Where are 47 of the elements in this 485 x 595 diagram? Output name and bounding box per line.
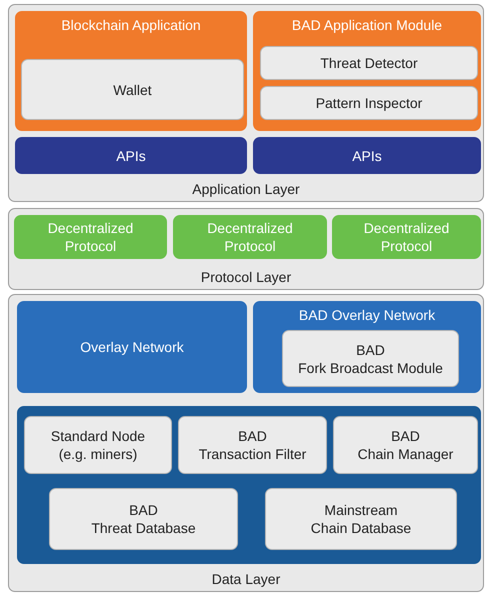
node-label: Protocol Layer	[200, 268, 292, 286]
node-label: Decentralized Protocol	[206, 219, 294, 255]
component-box	[49, 488, 238, 550]
node-label: Mainstream Chain Database	[310, 501, 412, 537]
node-label: APIs	[116, 146, 146, 164]
node-label: Chain Manager	[358, 445, 454, 463]
layer-panel	[8, 294, 484, 592]
component-box	[265, 488, 457, 550]
node-label: Application Layer	[192, 180, 300, 198]
node-label: BAD	[391, 427, 420, 445]
protocol-box	[173, 215, 327, 259]
node-container	[17, 406, 481, 564]
protocol-box	[332, 215, 481, 259]
node-label: Blockchain Application	[61, 16, 201, 34]
node-label: Threat Database	[91, 519, 196, 537]
component-box	[282, 330, 459, 387]
component-box	[24, 416, 172, 474]
node-label: Decentralized Protocol	[362, 219, 450, 255]
layer-panel	[8, 208, 484, 290]
node-label: Threat Detector	[320, 54, 418, 72]
component-box	[178, 416, 327, 474]
component-box	[21, 59, 244, 120]
api-bar	[15, 137, 247, 174]
node-label: Decentralized Protocol	[46, 219, 134, 255]
node-label: Transaction Filter	[198, 445, 306, 463]
module-panel	[253, 11, 481, 131]
node-label: Wallet	[113, 80, 152, 98]
module-panel	[15, 11, 247, 131]
node-label: Standard Node (e.g. miners)	[50, 427, 146, 463]
component-box	[260, 46, 478, 80]
node-label: Pattern Inspector	[316, 94, 422, 112]
node-label: BAD	[238, 427, 267, 445]
api-bar	[253, 137, 481, 174]
network-panel	[253, 301, 481, 393]
network-panel	[17, 301, 247, 393]
component-box	[260, 86, 478, 120]
node-label: Fork Broadcast Module	[298, 358, 443, 376]
node-label: Data Layer	[212, 570, 280, 588]
node-label: BAD Overlay Network	[298, 306, 436, 324]
node-label: APIs	[352, 146, 382, 164]
layer-panel	[8, 4, 484, 202]
protocol-box	[14, 215, 167, 259]
component-box	[333, 416, 478, 474]
node-label: Overlay Network	[80, 338, 184, 356]
node-label: BAD	[356, 340, 385, 358]
node-label: BAD Application Module	[292, 16, 442, 34]
node-label: BAD	[129, 501, 158, 519]
